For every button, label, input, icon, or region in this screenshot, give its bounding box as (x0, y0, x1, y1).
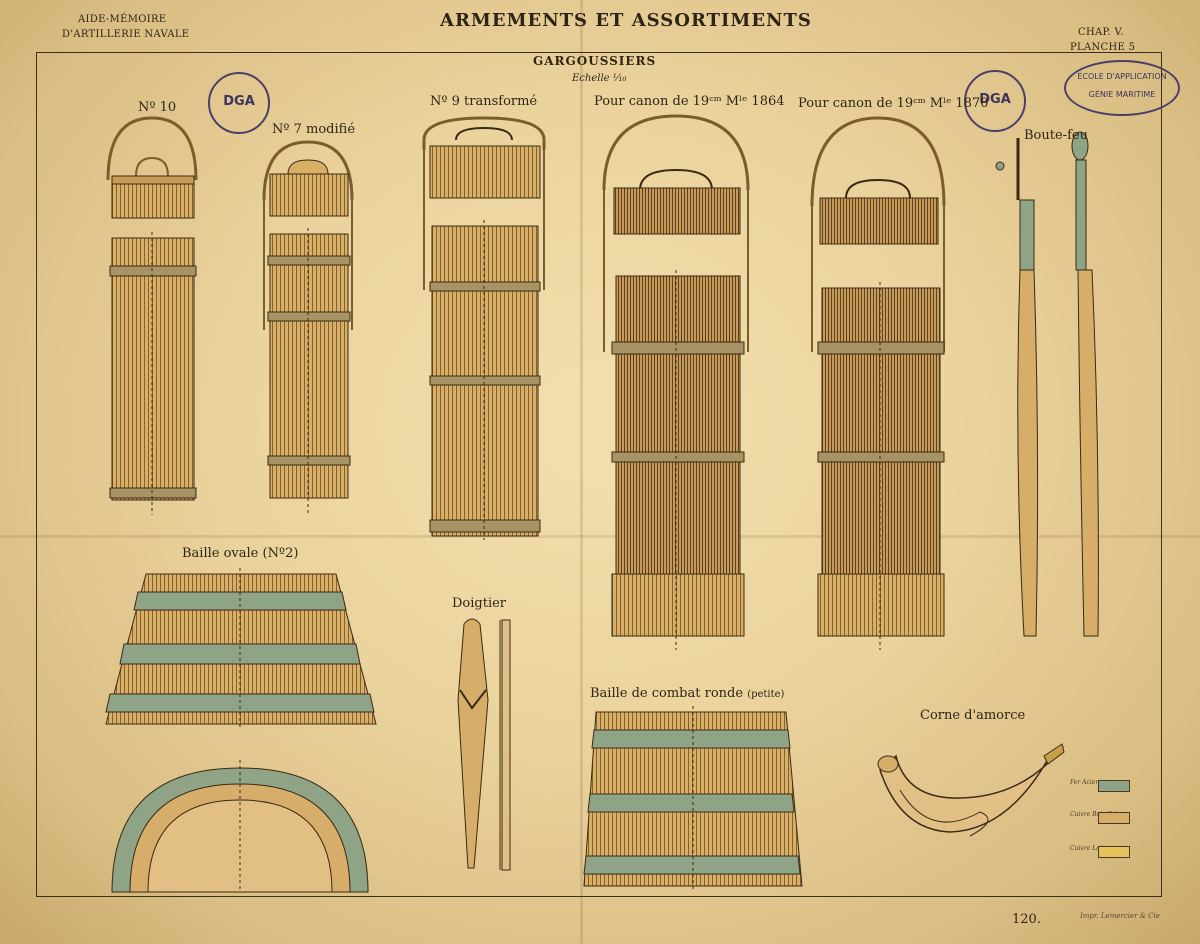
page-number: 120. (1012, 912, 1041, 927)
cartridge-case-no10 (106, 116, 198, 515)
vertical-fold-line (580, 0, 583, 944)
label-no10: Nº 10 (138, 100, 177, 115)
dga-stamp-left-text: DGA (223, 94, 255, 109)
plate-frame (36, 52, 1162, 897)
cartridge-case-no7 (262, 140, 354, 515)
label-corne-amorce: Corne d'amorce (920, 708, 1026, 723)
round-tub-drawing (583, 706, 803, 892)
legend-label-iron: Fer Acier (1070, 779, 1099, 786)
scale-label: Echelle ⅒ (572, 73, 627, 84)
library-stamp-line2: GÉNIE MARITIME (1088, 90, 1156, 99)
legend-swatch-brass (1098, 846, 1130, 858)
engraver-credit: Impr. Lemercier & Cie (1080, 912, 1160, 920)
label-baille-ronde-main: Baille de combat ronde (590, 686, 744, 701)
library-stamp: ÉCOLE D'APPLICATION GÉNIE MARITIME (1064, 60, 1180, 116)
header-plate-number: PLANCHE 5 (1070, 42, 1136, 53)
finger-stall-drawing (457, 618, 511, 871)
label-doigtier: Doigtier (452, 596, 507, 611)
label-no9-transformed: Nº 9 transformé (430, 94, 538, 109)
oval-tub-drawing (105, 568, 377, 893)
label-baille-ovale: Baille ovale (Nº2) (182, 546, 299, 561)
label-baille-ronde: Baille de combat ronde (petite) (590, 686, 784, 701)
header-chapter: CHAP. V. (1078, 27, 1124, 38)
label-canon-1864: Pour canon de 19ᶜᵐ Mˡᵉ 1864 (594, 94, 785, 109)
library-stamp-line1: ÉCOLE D'APPLICATION (1077, 72, 1167, 81)
legend-label-brass: Cuivre Laiton (1070, 845, 1112, 852)
legend-swatch-wood (1098, 812, 1130, 824)
dga-stamp-right-text: DGA (979, 92, 1011, 107)
legend-label-wood: Cuivre Bois Cuir (1070, 811, 1121, 818)
cartridge-case-no9 (422, 116, 546, 540)
legend-swatch-iron (1098, 780, 1130, 792)
plate-title: ARMEMENTS ET ASSORTIMENTS (440, 10, 812, 31)
header-left-line2: D'ARTILLERIE NAVALE (62, 29, 190, 40)
dga-stamp-left: DGA (208, 72, 270, 134)
horizontal-fold-line (0, 535, 1200, 538)
header-left-line1: AIDE-MÉMOIRE (78, 14, 167, 25)
dga-stamp-right: DGA (964, 70, 1026, 132)
label-boute-feu: Boute-feu (1024, 128, 1088, 143)
label-canon-1870: Pour canon de 19ᶜᵐ Mˡᵉ 1870 (798, 96, 989, 111)
section-title: GARGOUSSIERS (533, 54, 657, 68)
linstock-drawings (995, 131, 1099, 637)
label-baille-ronde-small: (petite) (747, 689, 785, 700)
cartridge-case-1870 (810, 116, 946, 650)
priming-horn-drawing (877, 743, 1065, 837)
cartridge-case-1864 (602, 114, 750, 650)
label-no7-modified: Nº 7 modifié (272, 122, 356, 137)
